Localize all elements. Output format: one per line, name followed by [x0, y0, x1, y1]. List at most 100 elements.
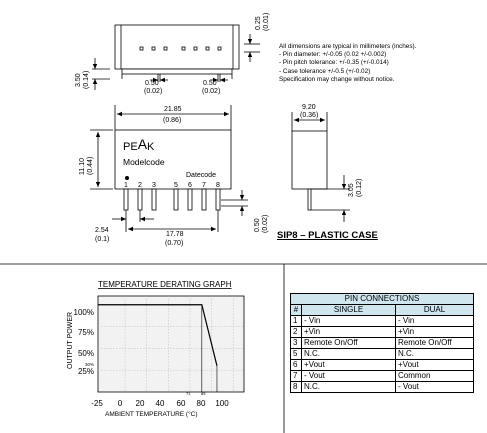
- single-cell: - Vout: [301, 370, 396, 382]
- front-view-pins: [123, 188, 221, 211]
- pin-cell: 2: [290, 326, 302, 338]
- x-tick-label: 80: [197, 399, 206, 408]
- single-cell: N.C.: [301, 381, 396, 393]
- table-title: PIN CONNECTIONS: [290, 293, 474, 305]
- side-view: [92, 24, 260, 90]
- note-line: All dimensions are typical in millimeter…: [279, 43, 417, 50]
- front-height-inch: (0.44): [87, 157, 94, 175]
- single-cell: +Vout: [301, 359, 396, 371]
- peak-logo: PEAK: [123, 136, 155, 153]
- marker-b-label: 85: [201, 391, 206, 396]
- note-line: - Pin pitch tolerance: +/-0.35 (+/-0.014…: [279, 59, 389, 67]
- note-line: - Case tolerance +/-0.5 (+/-0.02): [279, 67, 371, 75]
- length-inch: (0.86): [163, 117, 181, 124]
- table-row: 1 - Vin - Vin: [290, 315, 474, 327]
- x-tick-label: 20: [136, 399, 145, 408]
- header-single: SINGLE: [301, 304, 396, 316]
- header-dual: DUAL: [395, 304, 474, 316]
- pin-cell: 3: [290, 337, 302, 349]
- end-width-inch: (0.36): [300, 112, 318, 119]
- date-code-label: Datecode: [186, 172, 216, 179]
- pin-offset-label: 2.54: [95, 227, 109, 234]
- pin-number: 3: [152, 182, 156, 189]
- derating-x-label: AMBIENT TEMPERATURE (°C): [105, 410, 198, 418]
- case-title: SIP8 – PLASTIC CASE: [277, 230, 378, 241]
- front-height-label: 11.10: [79, 158, 86, 175]
- table-row: 6 +Vout +Vout: [290, 359, 474, 371]
- pin-span-label: 17.78: [166, 231, 184, 238]
- pin-number: 8: [216, 182, 220, 189]
- pin-cell: 6: [290, 359, 302, 371]
- table-title-row: PIN CONNECTIONS: [290, 293, 474, 305]
- y-tick-label: 50%: [78, 349, 94, 358]
- dual-cell: Remote On/Off: [395, 337, 474, 349]
- front-view: [90, 105, 248, 232]
- note-line: - Pin diameter: +/-0.05 (0.02 +/-0.002): [279, 51, 387, 59]
- derating-plot-area: [97, 295, 245, 393]
- end-pin-len-inch: (0.12): [356, 179, 363, 197]
- panel-frame: [0, 263, 487, 433]
- pin-thick-label: 0.25: [255, 16, 262, 30]
- x-tick-label: 40: [156, 399, 165, 408]
- pin-cell: 5: [290, 348, 302, 360]
- single-cell: N.C.: [301, 348, 396, 360]
- x-tick-label: 0: [118, 399, 123, 408]
- derating-grid: [98, 296, 244, 392]
- pin-span-inch: (0.70): [165, 240, 183, 247]
- x-tick-label: 100: [215, 399, 229, 408]
- side-height-label: 3.50: [75, 73, 82, 87]
- pin-a-label: 0.50: [145, 80, 159, 87]
- table-row: 2 +Vin +Vin: [290, 326, 474, 338]
- end-width-label: 9.20: [302, 104, 316, 111]
- dual-cell: Common: [395, 370, 474, 382]
- pin-number: 5: [174, 182, 178, 189]
- pin-connections-table: PIN CONNECTIONS # SINGLE DUAL 1 - Vin - …: [290, 293, 474, 393]
- pin-width-inch: (0.02): [262, 215, 269, 233]
- derating-y-label: OUTPUT POWER: [67, 312, 74, 369]
- side-height-inch: (0.14): [83, 71, 90, 89]
- table-row: 3 Remote On/Off Remote On/Off: [290, 337, 474, 349]
- table-row: 7 - Vout Common: [290, 370, 474, 382]
- note-line: Specification may change without notice.: [279, 75, 395, 83]
- y-tick-label: 75%: [78, 328, 94, 337]
- marker-a-label: 71: [186, 391, 191, 396]
- table-header-row: # SINGLE DUAL: [290, 304, 474, 316]
- pin-a-inch: (0.02): [144, 88, 162, 95]
- pin-number: 1: [124, 182, 128, 189]
- end-view: [291, 112, 350, 222]
- model-code-label: Modelcode: [123, 157, 165, 167]
- table-row: 5 N.C. N.C.: [290, 348, 474, 360]
- pin-thick-inch: (0.01): [263, 13, 270, 31]
- pin-number: 6: [188, 182, 192, 189]
- header-pin: #: [290, 304, 302, 316]
- dual-cell: +Vin: [395, 326, 474, 338]
- pin-b-inch: (0.02): [202, 88, 220, 95]
- pin-cell: 7: [290, 370, 302, 382]
- table-row: 8 N.C. - Vout: [290, 381, 474, 393]
- y-tick-label: 100%: [74, 308, 94, 317]
- dual-cell: +Vout: [395, 359, 474, 371]
- side-view-pin-strip: [121, 68, 233, 75]
- end-view-body: [291, 130, 328, 190]
- derating-curve: [98, 304, 218, 366]
- derating-y-ticks: 100% 75% 50% 25% 30%: [74, 308, 94, 376]
- y-tick-label: 25%: [78, 367, 94, 376]
- single-cell: - Vin: [301, 315, 396, 327]
- pin-cell: 1: [290, 315, 302, 327]
- end-view-pin: [307, 188, 312, 211]
- pin-width-label: 0.50: [254, 218, 261, 232]
- pin-numbers: 1 2 3 5 6 7 8: [124, 182, 220, 189]
- spec-notes: All dimensions are typical in millimeter…: [279, 43, 416, 84]
- y-tick-small: 30%: [85, 362, 94, 367]
- derating-title: TEMPERATURE DERATING GRAPH: [98, 280, 232, 289]
- front-view-body: [114, 129, 232, 190]
- pin-number: 7: [202, 182, 206, 189]
- pin-b-label: 0.50: [203, 80, 217, 87]
- end-pin-len-label: 3.05: [348, 183, 355, 197]
- dual-cell: N.C.: [395, 348, 474, 360]
- single-cell: +Vin: [301, 326, 396, 338]
- pin-number: 2: [138, 182, 142, 189]
- pin-offset-inch: (0.1): [95, 236, 109, 243]
- dual-cell: - Vin: [395, 315, 474, 327]
- length-label: 21.85: [164, 106, 182, 113]
